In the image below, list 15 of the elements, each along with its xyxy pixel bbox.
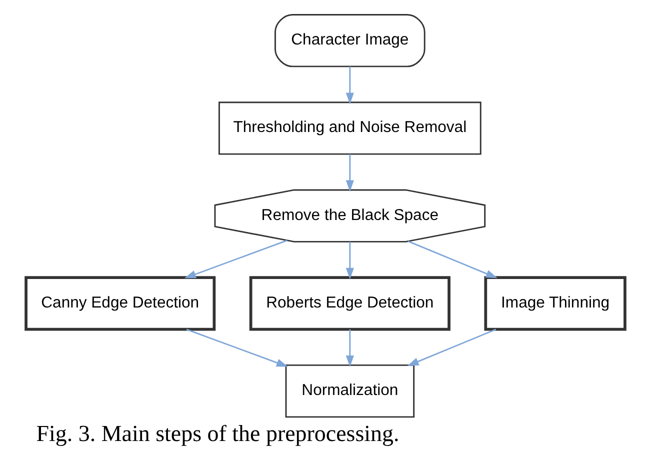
node-box: Image Thinning	[484, 276, 626, 330]
node-box: Thresholding and Noise Removal	[218, 101, 481, 154]
arrow	[345, 154, 354, 192]
node-box: Normalization	[284, 364, 414, 418]
arrow	[345, 241, 354, 279]
arrow	[184, 239, 287, 278]
arrow	[406, 328, 496, 366]
node-box: Canny Edge Detection	[24, 276, 216, 330]
arrow	[407, 240, 497, 278]
arrow	[345, 66, 354, 104]
node-box: Character Image	[274, 14, 425, 67]
arrow	[345, 328, 354, 367]
node-box: Roberts Edge Detection	[248, 276, 450, 330]
arrow	[186, 328, 288, 366]
caption: Fig. 3. Main steps of the preprocessing.	[36, 420, 399, 446]
